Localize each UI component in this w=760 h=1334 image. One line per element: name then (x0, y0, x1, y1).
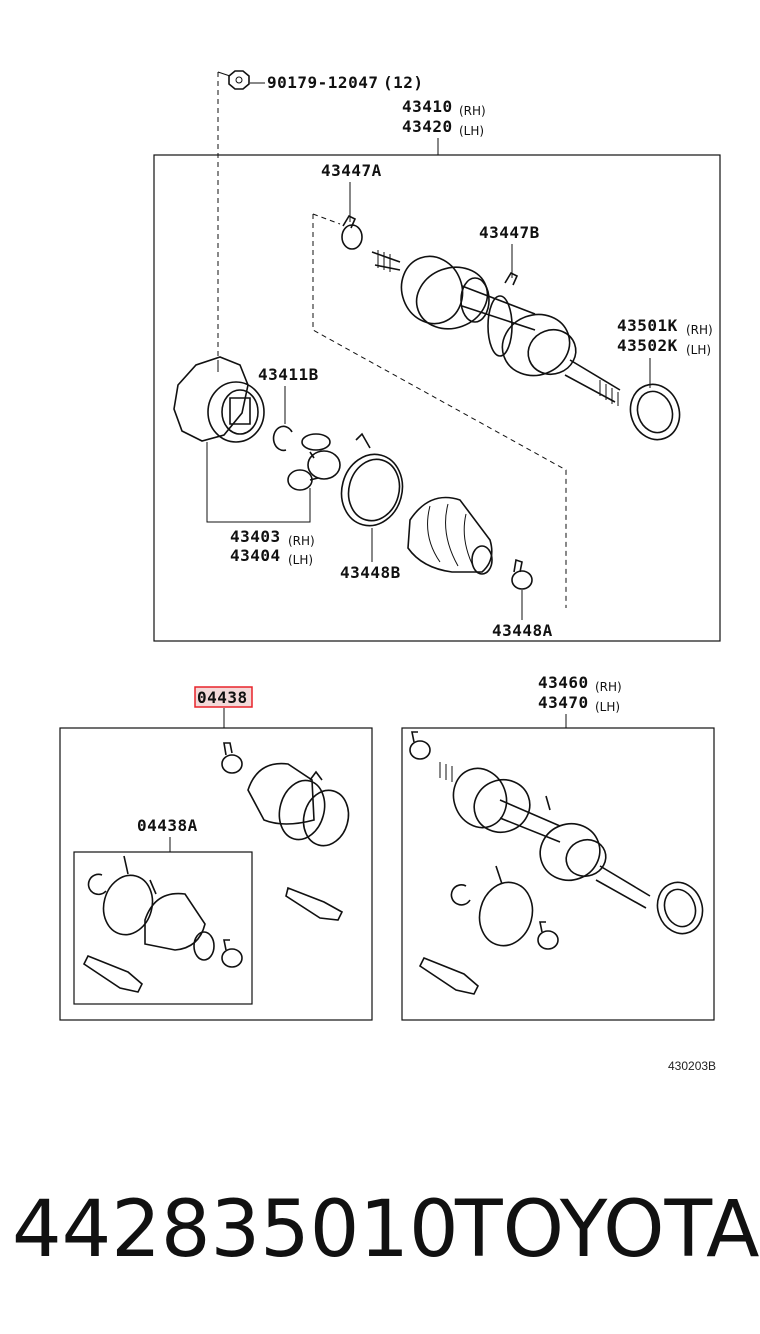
assy-shaft-icon (409, 731, 704, 995)
tripod-lh-label: 43404 (230, 546, 281, 565)
tripod-rh-label: 43403 (230, 527, 281, 546)
shaft-rh-suffix: (RH) (459, 104, 486, 118)
assy-rh-label: 43460 (538, 673, 589, 692)
boot-clamp-b-label: 43448B (340, 563, 401, 582)
snap-ring-label: 43411B (258, 365, 319, 384)
joint-housing-icon (173, 356, 265, 443)
bolt-icon (228, 70, 250, 90)
assy-rh-suffix: (RH) (595, 680, 622, 694)
seal-rh-label: 43501K (617, 316, 678, 335)
drive-shaft-icon (371, 250, 681, 441)
band-clamp-icon (340, 432, 404, 527)
seal-lh-suffix: (LH) (686, 343, 711, 357)
boot-icon (407, 496, 493, 575)
shaft-rh-label: 43410 (402, 97, 453, 116)
snap-ring-icon (272, 425, 293, 452)
kit-sub-label: 04438A (137, 816, 198, 835)
assy-lh-suffix: (LH) (595, 700, 620, 714)
boot-kit-box (59, 727, 373, 1021)
bolt-label: 90179-12047 (267, 73, 378, 92)
tripod-icon (287, 433, 341, 491)
seal-rh-suffix: (RH) (686, 323, 713, 337)
diagram-code: 430203B (668, 1059, 716, 1073)
assy-lh-label: 43470 (538, 693, 589, 712)
drive-shaft-box (153, 154, 721, 642)
seal-lh-label: 43502K (617, 336, 678, 355)
kit-sub-parts-icon (82, 855, 344, 993)
boot-clamp-a-label: 43448A (492, 621, 553, 640)
tripod-rh-suffix: (RH) (288, 534, 315, 548)
tripod-lh-suffix: (LH) (288, 553, 313, 567)
clamp-a-icon (341, 214, 363, 250)
clamp-a-label: 43447A (321, 161, 382, 180)
footer: 442835010 TOYOTA (0, 1185, 760, 1285)
highlight-box (194, 686, 253, 708)
bolt-qty-label: (12) (383, 73, 424, 92)
part-number: 442835010 (12, 1185, 459, 1275)
kit-boot-icon (221, 742, 350, 847)
small-clamp-icon (511, 558, 533, 590)
kit-label: 04438 (197, 688, 248, 707)
shaft-assy-box (401, 727, 715, 1021)
clamp-b-label: 43447B (479, 223, 540, 242)
kit-sub-box (73, 851, 253, 1005)
shaft-lh-label: 43420 (402, 117, 453, 136)
shaft-lh-suffix: (LH) (459, 124, 484, 138)
brand-name: TOYOTA (455, 1185, 760, 1275)
